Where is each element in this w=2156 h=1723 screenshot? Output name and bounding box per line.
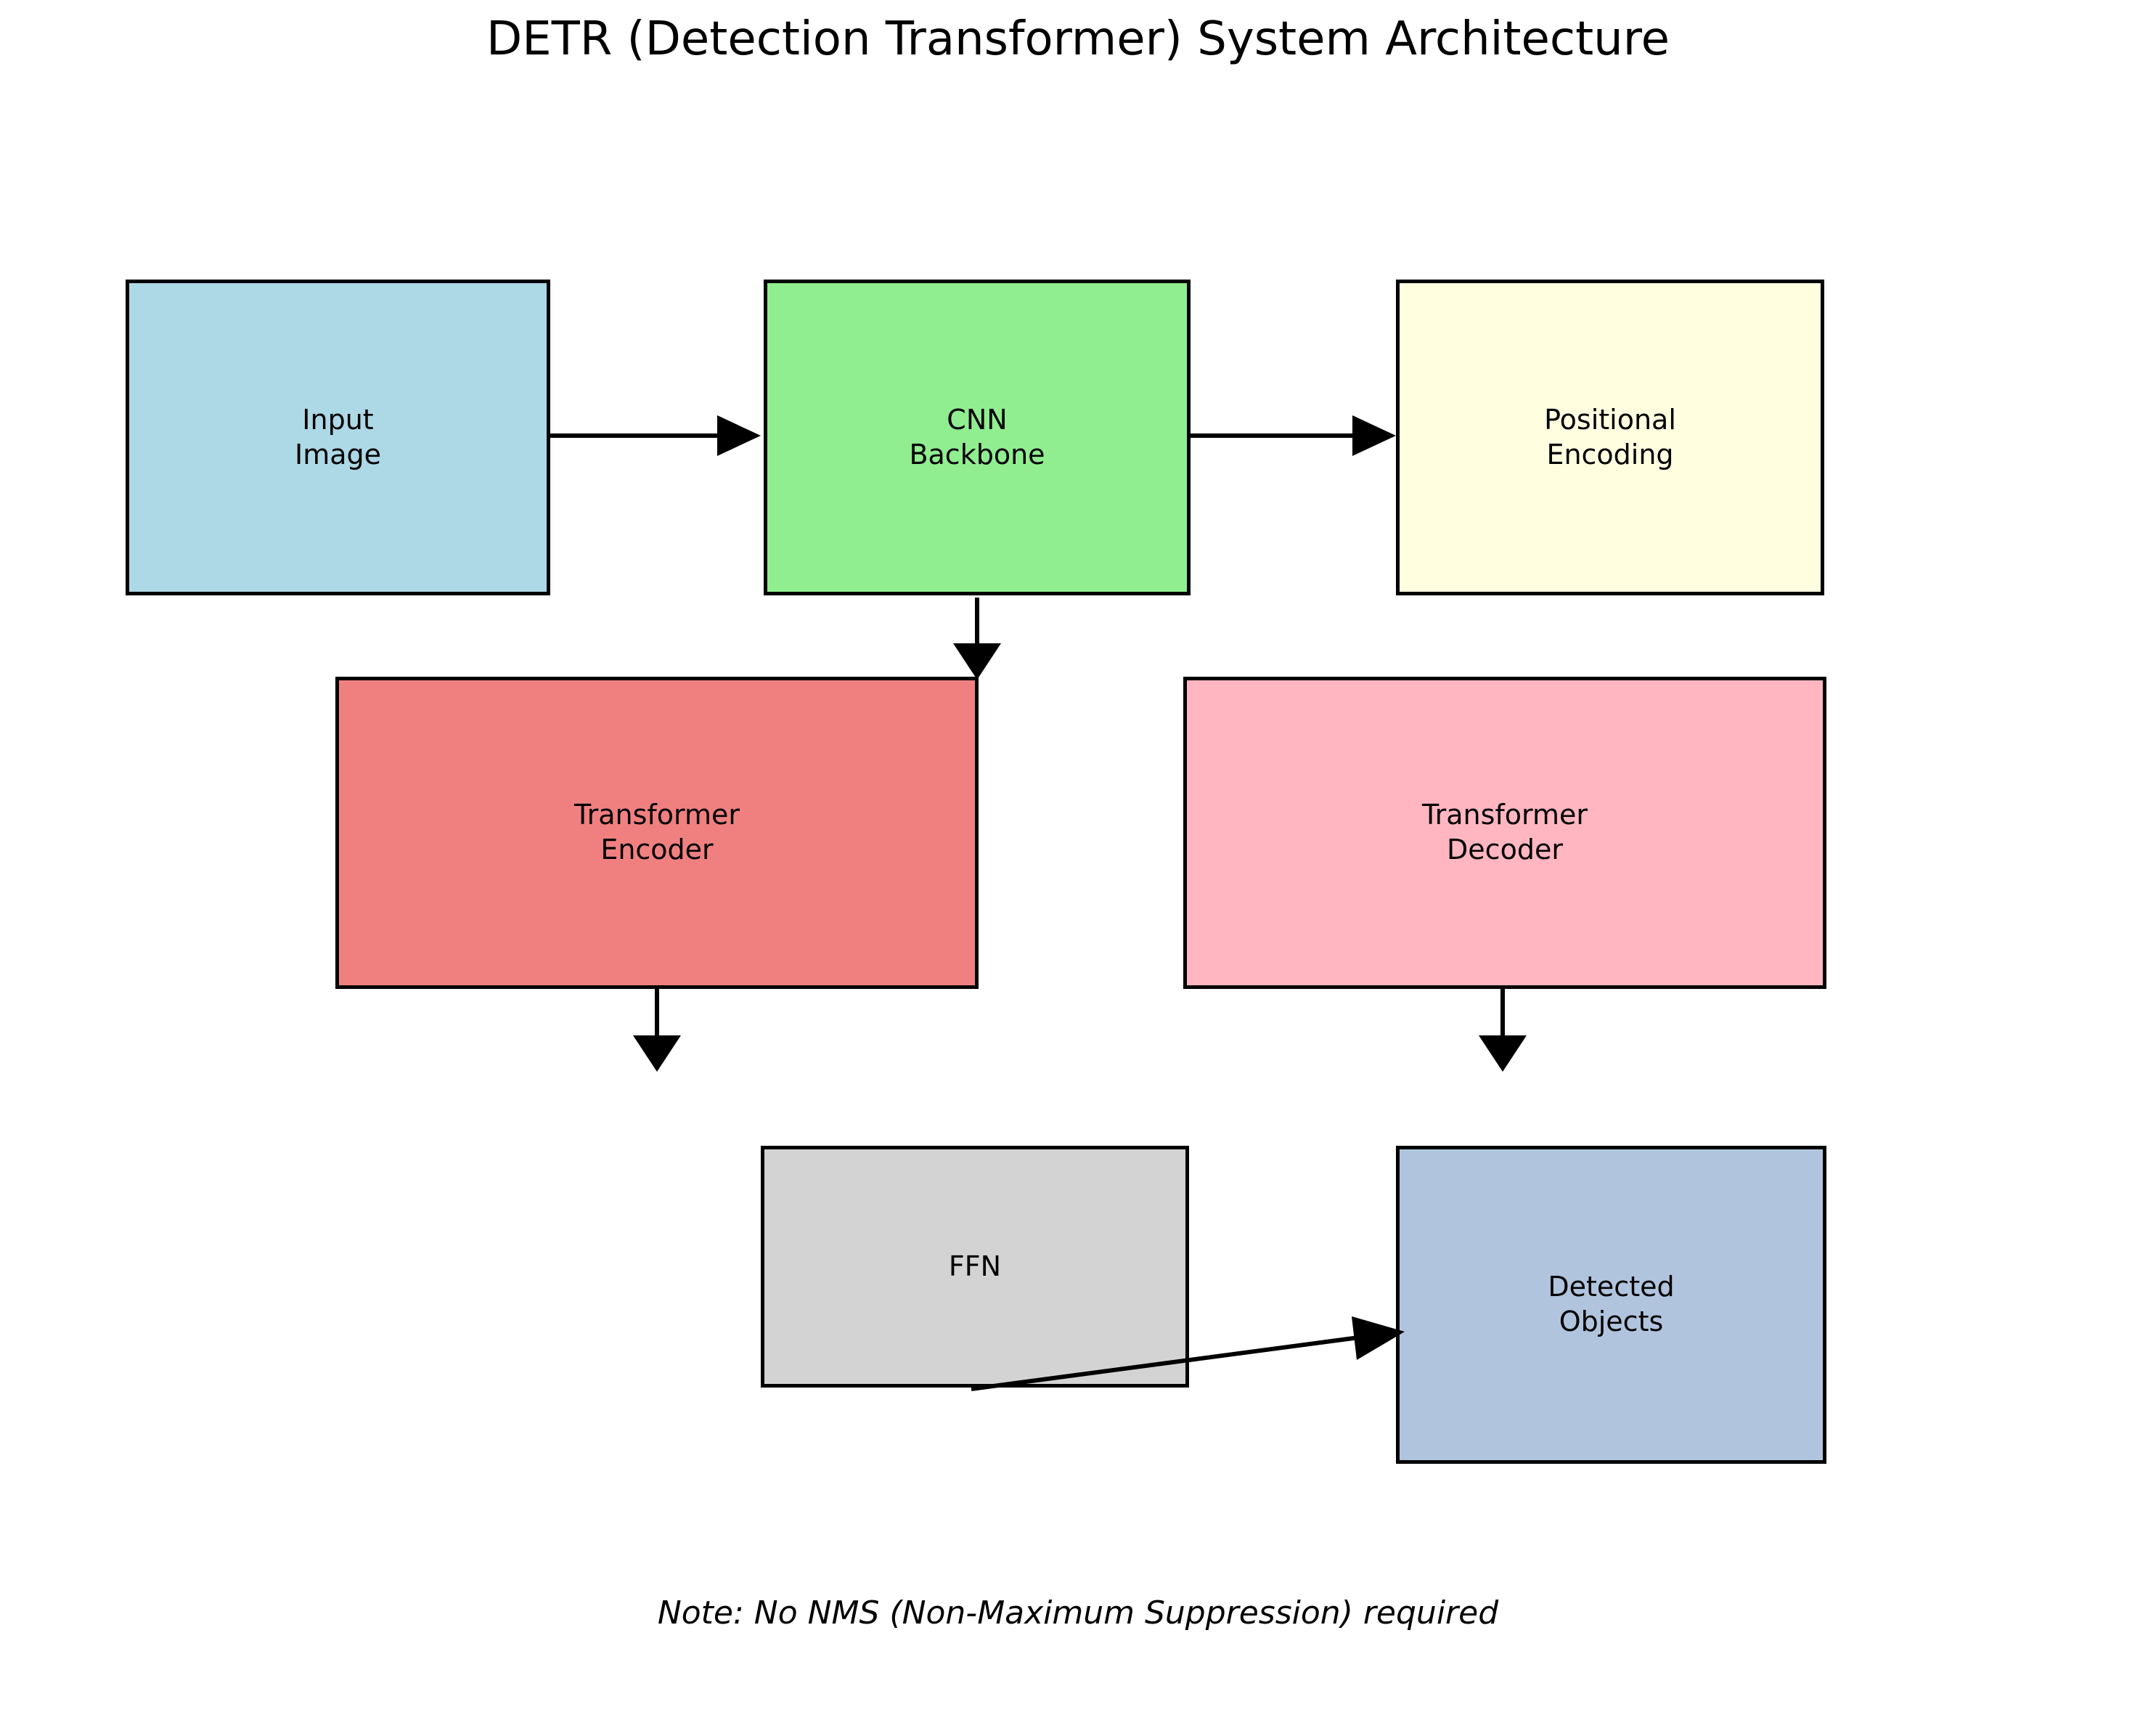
arrow-cnn-to-positional	[1191, 415, 1396, 456]
arrow-cnn-to-encoder	[953, 598, 1001, 680]
node-cnn-backbone: CNN Backbone	[764, 280, 1191, 595]
node-positional-encoding: Positional Encoding	[1396, 280, 1824, 595]
node-detected-objects: Detected Objects	[1396, 1146, 1826, 1464]
arrow-encoder-down	[633, 986, 681, 1072]
note-text: Note: No NMS (Non-Maximum Suppression) r…	[657, 1594, 1499, 1632]
page-title: DETR (Detection Transformer) System Arch…	[486, 12, 1670, 66]
node-transformer-encoder: Transformer Encoder	[335, 677, 979, 989]
arrow-decoder-down	[1479, 986, 1527, 1072]
node-transformer-decoder: Transformer Decoder	[1183, 677, 1826, 989]
arrow-input-to-cnn	[550, 415, 761, 456]
node-ffn: FFN	[761, 1146, 1189, 1388]
node-input-image: Input Image	[126, 280, 550, 595]
